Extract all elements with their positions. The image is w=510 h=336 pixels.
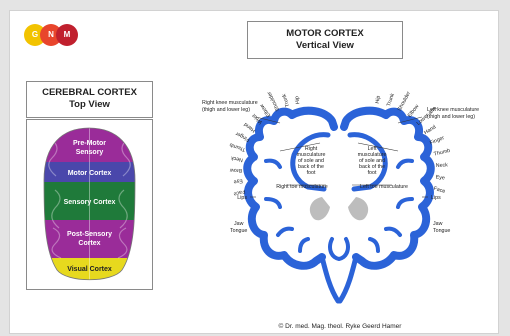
arc-label-left-4: Thumb [229,141,247,152]
arc-label-left-3: Neck [230,154,243,162]
right-toe-label: Left toe musculature [360,184,408,190]
arc-label-left-8: Elbow [259,103,272,118]
temporal-lobes [322,257,356,301]
arc-label-left-11: Hip [294,96,301,105]
right-knee-label-2: (thigh and lower leg) [427,114,475,120]
arc-label-left-9: Shoulder [266,90,281,112]
right-foot-label-5: foot [368,170,377,176]
brain-cross-section [247,111,431,301]
arc-label-left-10: Trunk [281,93,291,108]
left-jaw-label: Jaw [234,221,244,227]
arc-label-right-0: Hip [375,95,382,104]
arc-label-right-8: Neck [436,162,449,169]
arc-label-right-2: Shoulder [397,90,412,112]
arc-label-left-5: Finger [235,130,251,142]
left-tongue-label: Tongue [230,228,247,234]
arc-label-right-1: Trunk [386,92,396,107]
left-ventricle [310,197,330,220]
arc-label-right-10: Face [433,186,446,195]
right-ventricle [348,197,368,220]
ventricles [310,197,368,220]
left-knee-label-2: (thigh and lower leg) [202,107,250,113]
arc-label-right-7: Thumb [433,148,450,158]
body-part-arc-labels: FaceEyeBrowNeckThumbFingerHandWristElbow… [229,90,451,197]
left-gyri [266,161,308,251]
left-toe-label: Right toe musculature [276,184,328,190]
arc-label-left-6: Hand [243,121,257,133]
right-tongue-label: Tongue [433,228,450,234]
copyright-credit: © Dr. med. Mag. theol. Ryke Geerd Hamer [190,323,490,330]
arc-label-left-1: Eye [233,178,243,185]
arc-label-right-3: Elbow [407,104,421,119]
left-foot-label-5: foot [307,170,316,176]
arc-label-right-5: Hand [423,124,437,136]
right-lips-label: Lips [431,195,441,201]
vertical-view-diagram: Right knee musculature (thigh and lower … [10,11,500,335]
arc-label-right-9: Eye [435,175,445,182]
right-jaw-label: Jaw [433,221,443,227]
arc-label-right-6: Finger [429,135,445,146]
brainstem [330,239,348,259]
arc-label-left-2: Brow [230,167,242,173]
left-knee-label-1: Right knee musculature [202,100,258,106]
page-panel: G N M MOTOR CORTEX Vertical View CEREBRA… [9,10,499,334]
